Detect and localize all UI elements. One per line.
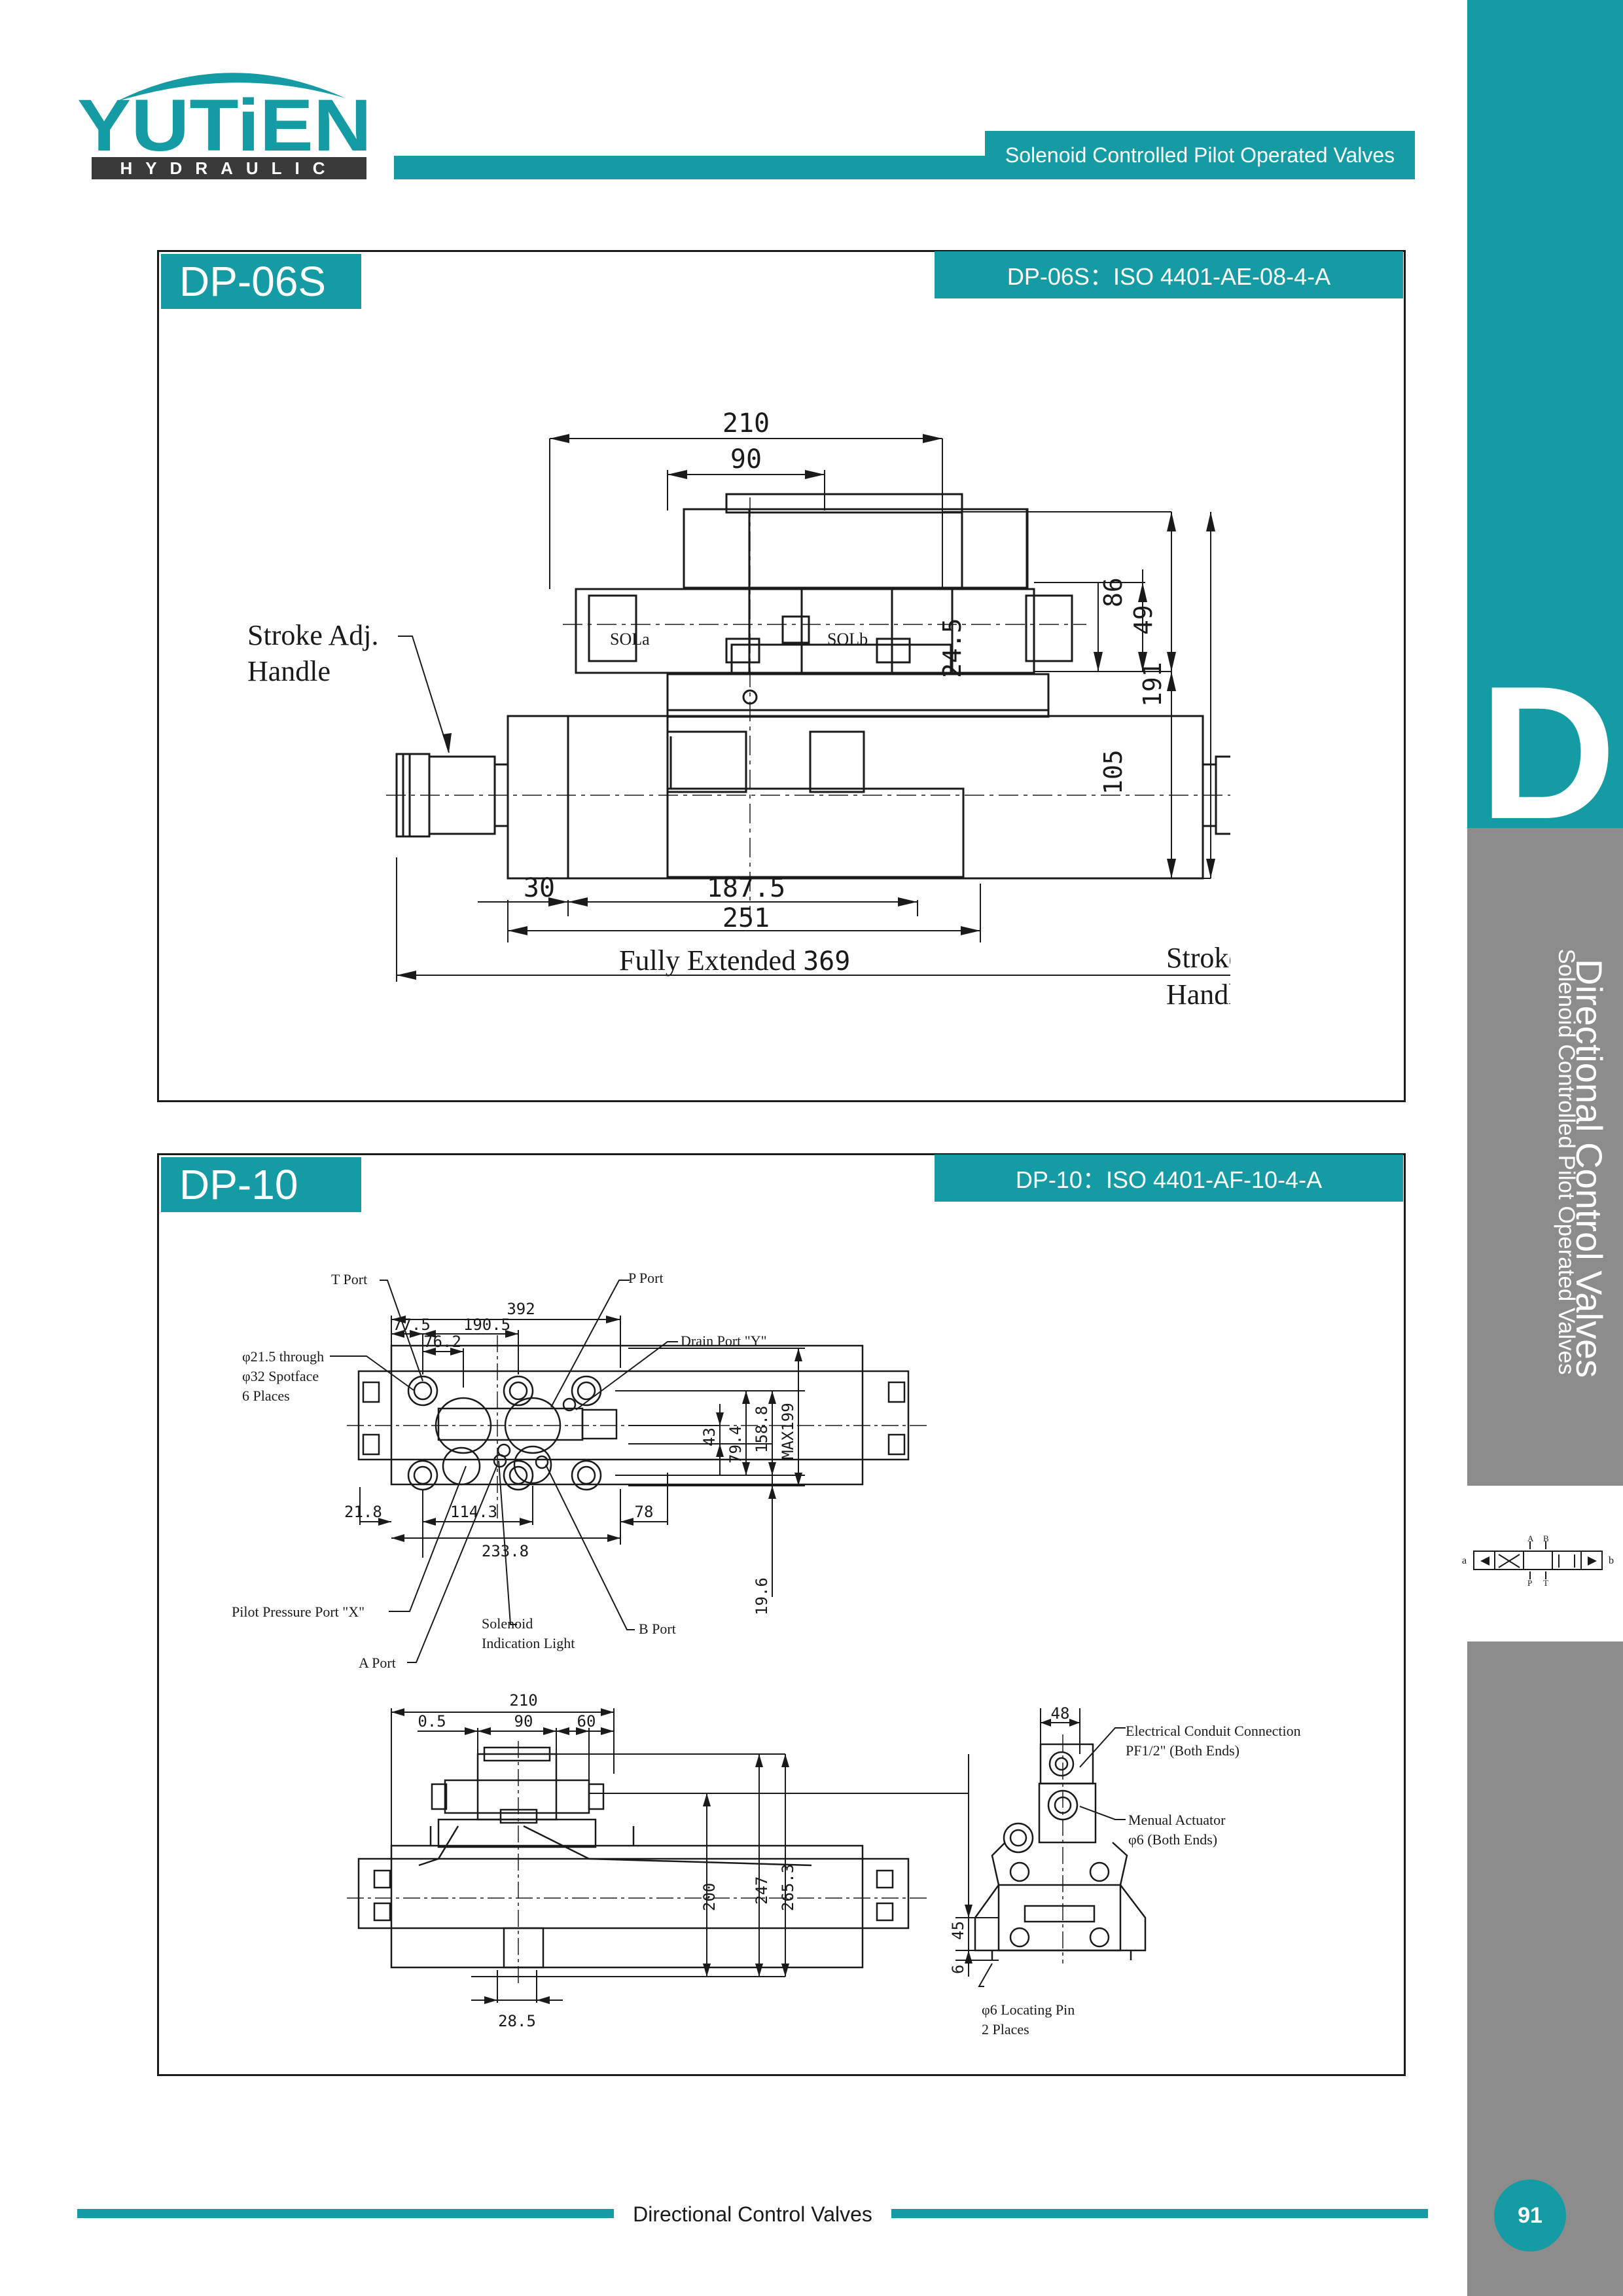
dp06s-stroke-left-2: Handle — [247, 655, 330, 687]
dp10-solenoid-2: Indication Light — [482, 1635, 575, 1651]
dp10-dim-285: 28.5 — [498, 2012, 536, 2030]
dp10-conduit-2: PF1/2" (Both Ends) — [1126, 1742, 1240, 1759]
dp10-dim-392: 392 — [507, 1300, 535, 1318]
dp10-p-port: P Port — [628, 1270, 664, 1286]
dp10-dim-6: 6 — [949, 1965, 967, 1974]
dp06s-sola: SOLa — [610, 630, 650, 649]
dp06s-dim-191: 191 — [1138, 662, 1167, 707]
dp10-panel — [157, 1153, 1406, 2076]
dp06s-dim-210: 210 — [722, 408, 770, 439]
dp10-drain-port: Drain Port "Y" — [681, 1333, 767, 1349]
footer-rule-right — [891, 2209, 1428, 2218]
dp10-dim-2653: 265.3 — [779, 1864, 797, 1911]
dp06s-solb: SOLb — [827, 630, 868, 649]
dp10-dim-2338: 233.8 — [482, 1542, 529, 1560]
dp06s-dim-105: 105 — [1099, 749, 1128, 795]
sidebar-grey-band — [1467, 828, 1623, 1486]
dp06s-fully-extended: Fully Extended 369 — [619, 944, 850, 977]
dp10-dim-90: 90 — [514, 1712, 533, 1731]
dp06s-dim-30: 30 — [524, 873, 555, 903]
dp10-dim-05: 0.5 — [418, 1712, 446, 1731]
sidebar-teal-band — [1467, 0, 1623, 828]
dp10-solenoid-1: Solenoid — [482, 1615, 533, 1632]
dp10-dim-78: 78 — [635, 1503, 654, 1521]
dp10-dim-1143: 114.3 — [450, 1503, 497, 1521]
dp10-through-1: φ21.5 through — [242, 1348, 324, 1365]
dp10-pin-1: φ6 Locating Pin — [982, 2001, 1075, 2018]
dp10-dim-775: 77.5 — [393, 1316, 431, 1334]
dp10-dim-43: 43 — [700, 1427, 719, 1446]
dp10-conduit-1: Electrical Conduit Connection — [1126, 1723, 1301, 1739]
dp10-dim-196: 19.6 — [753, 1577, 771, 1615]
dp06s-dim-1875: 187.5 — [707, 873, 785, 903]
header-category-text: Solenoid Controlled Pilot Operated Valve… — [1005, 143, 1395, 167]
dp10-through-2: φ32 Spotface — [242, 1368, 319, 1384]
brand-subtitle: HYDRAULIC — [120, 158, 338, 178]
dp10-dim-200: 200 — [700, 1883, 719, 1911]
dp10-iso-tag: DP-10：ISO 4401-AF-10-4-A — [935, 1155, 1403, 1202]
dp06s-dim-251: 251 — [722, 903, 770, 933]
dp10-t-port: T Port — [331, 1271, 367, 1287]
dp06s-model-tag: DP-06S — [161, 254, 361, 309]
dp10-dim-247: 247 — [753, 1876, 771, 1905]
sidebar-letter: D — [1479, 647, 1616, 859]
dp06s-iso-tag: DP-06S：ISO 4401-AE-08-4-A — [935, 251, 1403, 298]
footer-rule-left — [77, 2209, 614, 2218]
dp10-dim-210: 210 — [509, 1691, 537, 1710]
dp10-a-port: A Port — [359, 1655, 396, 1671]
dp10-dim-1905: 190.5 — [463, 1316, 510, 1334]
dp06s-dim-245: 24.5 — [938, 618, 967, 678]
symbol-P: P — [1527, 1578, 1532, 1587]
dp10-dim-48: 48 — [1051, 1704, 1070, 1723]
dp06s-stroke-right-2: Handle — [1166, 978, 1230, 1011]
dp06s-dim-49: 49 — [1129, 605, 1158, 635]
sidebar-subtitle: Solenoid Controlled Pilot Operated Valve… — [1554, 948, 1579, 1375]
brand-name: YUTiEN — [77, 84, 372, 166]
page-number-badge: 91 — [1494, 2179, 1566, 2251]
dp10-through-3: 6 Places — [242, 1388, 290, 1404]
dp10-b-port: B Port — [639, 1621, 676, 1637]
symbol-b: b — [1609, 1555, 1614, 1566]
dp06s-dim-86: 86 — [1099, 577, 1128, 607]
dp10-model-tag: DP-10 — [161, 1157, 361, 1212]
dp06s-dim-90: 90 — [730, 444, 762, 475]
symbol-A: A — [1527, 1535, 1534, 1543]
dp10-dim-218: 21.8 — [344, 1503, 382, 1521]
header-category-tag: Solenoid Controlled Pilot Operated Valve… — [985, 131, 1415, 179]
footer-title: Directional Control Valves — [633, 2202, 872, 2226]
dp10-manual-1: Menual Actuator — [1128, 1812, 1226, 1828]
dp10-pin-2: 2 Places — [982, 2021, 1029, 2037]
dp10-pilot: Pilot Pressure Port "X" — [232, 1604, 365, 1620]
symbol-T: T — [1543, 1578, 1548, 1587]
dp06s-drawing: 210 90 86 49 24.5 191 105 30 187.5 251 F… — [223, 399, 1356, 1028]
dp10-dim-45: 45 — [949, 1921, 967, 1940]
dp06s-dim-369: 369 — [803, 946, 850, 977]
dp10-dim-762: 76.2 — [423, 1333, 461, 1351]
dp06s-fully-extended-label: Fully Extended — [619, 944, 796, 977]
dp10-dim-1588: 158.8 — [753, 1406, 771, 1453]
valve-symbol: a b A B P T — [1461, 1534, 1618, 1588]
dp06s-stroke-right-1: Stroke Adj. — [1166, 942, 1230, 974]
symbol-a: a — [1462, 1555, 1467, 1566]
dp10-drawing: T Port P Port Drain Port "Y" φ21.5 throu… — [223, 1257, 1348, 2055]
dp10-dim-794: 79.4 — [726, 1426, 745, 1463]
dp10-dim-max199: MAX199 — [779, 1403, 797, 1460]
dp10-dim-60: 60 — [577, 1712, 596, 1731]
brand-logo: YUTiEN HYDRAULIC — [77, 52, 378, 183]
dp06s-panel — [157, 250, 1406, 1102]
page-number: 91 — [1518, 2202, 1543, 2228]
dp06s-stroke-left-1: Stroke Adj. — [247, 619, 378, 651]
symbol-B: B — [1543, 1535, 1549, 1543]
dp10-manual-2: φ6 (Both Ends) — [1128, 1831, 1217, 1848]
